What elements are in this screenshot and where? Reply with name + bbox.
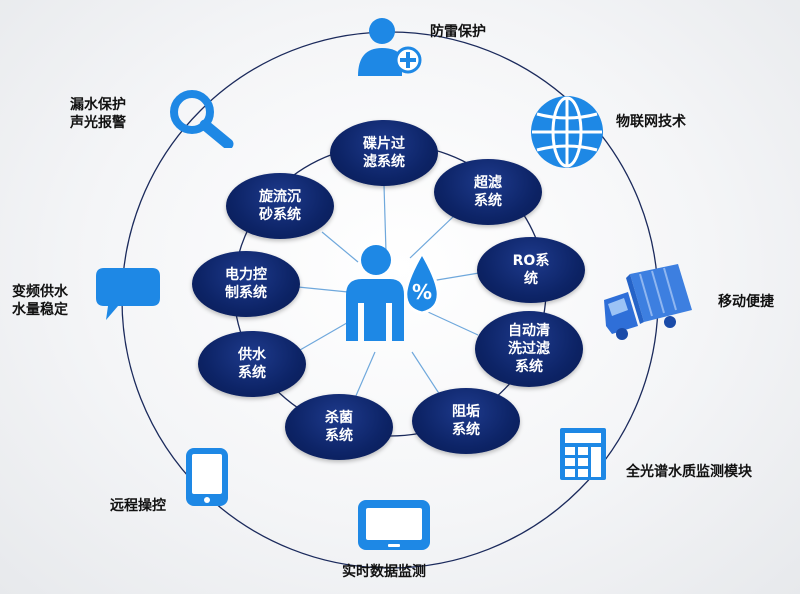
feature-label-realtime-monitor: 实时数据监测 [342, 564, 426, 580]
node-ro-system: RO系 统 [477, 237, 585, 303]
node-auto-clean-filter: 自动清 洗过滤 系统 [475, 311, 583, 387]
percent-symbol: % [412, 280, 432, 304]
truck-icon [600, 264, 694, 346]
spoke-line [321, 231, 359, 263]
node-label: 电力控 制系统 [225, 267, 267, 301]
node-label: 旋流沉 砂系统 [259, 189, 301, 223]
spokes [297, 184, 486, 399]
monitor-icon [356, 498, 432, 560]
node-sterilization: 杀菌 系统 [285, 394, 393, 460]
user-plus-icon [356, 16, 424, 82]
node-antiscale: 阻垢 系统 [412, 388, 520, 454]
magnifier-icon [166, 88, 234, 152]
spoke-line [383, 184, 387, 253]
spoke-line [354, 351, 376, 399]
node-water-supply: 供水 系统 [198, 331, 306, 397]
spoke-line [297, 286, 349, 293]
feature-label-variable-frequency: 变频供水 水量稳定 [12, 284, 68, 318]
feature-label-remote-control: 远程操控 [110, 498, 166, 514]
node-label: 杀菌 系统 [325, 410, 353, 444]
node-power-control: 电力控 制系统 [192, 251, 300, 317]
node-label: 超滤 系统 [474, 175, 502, 209]
node-ultrafiltration: 超滤 系统 [434, 159, 542, 225]
spoke-line [427, 311, 479, 336]
spoke-line [299, 319, 353, 351]
feature-label-leak-protection: 漏水保护 声光报警 [70, 97, 126, 131]
feature-label-spectrum-monitor: 全光谱水质监测模块 [626, 464, 752, 480]
globe-icon [528, 94, 606, 174]
calculator-icon [559, 427, 607, 485]
node-disc-filter: 碟片过 滤系统 [330, 120, 438, 186]
node-cyclone-sand: 旋流沉 砂系统 [226, 173, 334, 239]
feature-label-iot: 物联网技术 [616, 114, 686, 130]
node-label: 自动清 洗过滤 系统 [508, 323, 550, 375]
mobile-phone-icon [184, 446, 230, 512]
node-label: RO系 统 [512, 253, 550, 287]
feature-label-lightning-protection: 防雷保护 [430, 24, 486, 40]
spoke-line [409, 214, 456, 259]
person-water-drop-percent-icon: % [340, 243, 450, 347]
speech-bubble-icon [94, 266, 162, 328]
node-label: 碟片过 滤系统 [363, 136, 405, 170]
node-label: 阻垢 系统 [452, 404, 480, 438]
feature-label-mobile: 移动便捷 [718, 294, 774, 310]
node-label: 供水 系统 [238, 347, 266, 381]
spoke-line [411, 351, 441, 396]
